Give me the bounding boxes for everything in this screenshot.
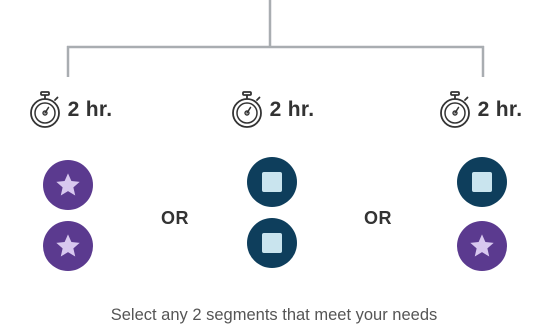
or-separator: OR: [161, 208, 189, 228]
segment-badge-square: [457, 157, 507, 207]
option-2-timer: 2 hr.: [202, 90, 342, 130]
segment-badge-star: [43, 221, 93, 271]
option-1-timer: 2 hr.: [0, 90, 140, 130]
duration-label: 2 hr.: [477, 98, 523, 121]
star-icon: [56, 173, 80, 196]
stopwatch-icon: [439, 91, 470, 128]
option-3: 2 hr.: [410, 0, 548, 328]
instruction-caption: Select any 2 segments that meet your nee…: [110, 306, 438, 324]
star-icon: [56, 234, 80, 257]
segment-badge-star: [43, 160, 93, 210]
square-icon: [262, 233, 282, 253]
duration-label: 2 hr.: [269, 98, 315, 121]
segment-badge-square: [247, 157, 297, 207]
segment-badge-star: [457, 221, 507, 271]
option-1: 2 hr.: [0, 0, 140, 328]
option-2: 2 hr.: [202, 0, 342, 328]
or-separator: OR: [364, 208, 392, 228]
stopwatch-icon: [231, 91, 262, 128]
square-icon: [472, 172, 492, 192]
option-3-timer: 2 hr.: [410, 90, 548, 130]
square-icon: [262, 172, 282, 192]
bracket-connector: [66, 0, 485, 77]
segment-badge-square: [247, 218, 297, 268]
duration-label: 2 hr.: [67, 98, 113, 121]
stopwatch-icon: [29, 91, 60, 128]
star-icon: [470, 234, 494, 257]
